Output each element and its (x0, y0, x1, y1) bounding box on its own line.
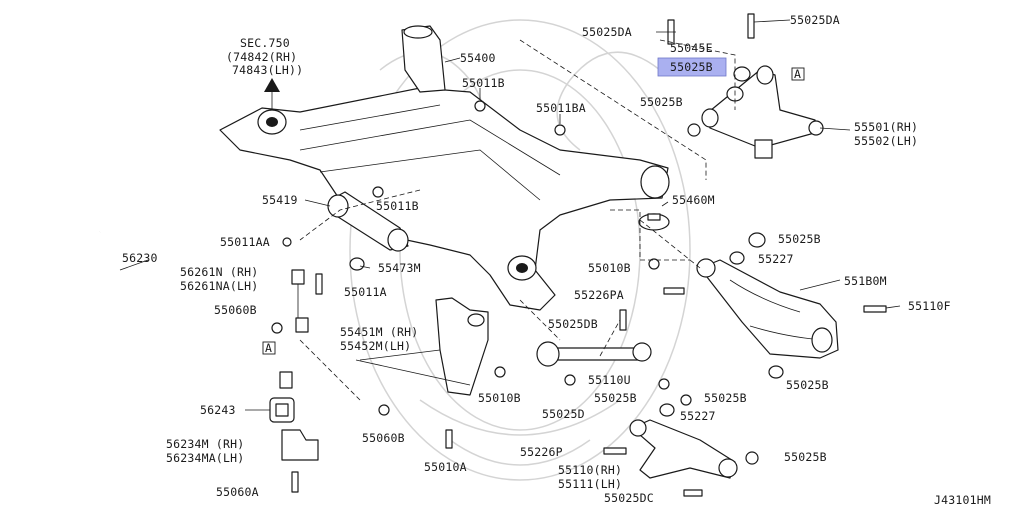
label-55025B-c[interactable]: 55025B (594, 391, 637, 405)
label-55025B-bot[interactable]: 55025B (784, 450, 827, 464)
upper-arm-55501[interactable] (701, 65, 824, 159)
label-55011B-mid[interactable]: 55011B (376, 199, 419, 213)
label-55060B-mid[interactable]: 55060B (362, 431, 405, 445)
label-55025DA-right[interactable]: 55025DA (790, 13, 840, 27)
label-55045E[interactable]: 55045E (670, 41, 713, 55)
lower-link-55110[interactable] (629, 419, 738, 479)
label-55226PA[interactable]: 55226PA (574, 288, 624, 302)
label-56261N[interactable]: 56261N (RH) (180, 265, 258, 279)
label-55452M[interactable]: 55452M(LH) (340, 339, 411, 353)
label-55473M[interactable]: 55473M (378, 261, 421, 275)
label-55010B-mid[interactable]: 55010B (478, 391, 521, 405)
highlight-box (657, 57, 727, 77)
section-reference: SEC.750 (74842(RH) 74843(LH)) (226, 36, 303, 77)
clamp-56234M[interactable] (281, 429, 319, 461)
label-55060B-top[interactable]: 55060B (214, 303, 257, 317)
section-ref-line2: (74842(RH) (226, 50, 297, 64)
label-55110F[interactable]: 55110F (908, 299, 951, 313)
label-55010B-top[interactable]: 55010B (588, 261, 631, 275)
label-55227-c[interactable]: 55227 (680, 409, 716, 423)
label-55011A[interactable]: 55011A (344, 285, 387, 299)
section-ref-arrow (264, 78, 280, 110)
label-55227-r1[interactable]: 55227 (758, 252, 794, 266)
label-55025B-r2[interactable]: 55025B (786, 378, 829, 392)
label-55451M[interactable]: 55451M (RH) (340, 325, 418, 339)
stabilizer-link-56261N[interactable] (291, 269, 309, 333)
label-55011AA[interactable]: 55011AA (220, 235, 270, 249)
label-56230[interactable]: 56230 (122, 251, 158, 265)
label-55226P[interactable]: 55226P (520, 445, 563, 459)
label-55010A[interactable]: 55010A (424, 460, 467, 474)
section-ref-line1: SEC.750 (240, 36, 290, 50)
label-56234MA[interactable]: 56234MA(LH) (166, 451, 244, 465)
label-55025B-r1[interactable]: 55025B (778, 232, 821, 246)
label-55400[interactable]: 55400 (460, 51, 496, 65)
leader-lines (119, 19, 901, 411)
label-55110U[interactable]: 55110U (588, 373, 631, 387)
link-55110U[interactable] (536, 341, 652, 367)
label-55502[interactable]: 55502(LH) (854, 134, 918, 148)
label-55460M[interactable]: 55460M (672, 193, 715, 207)
label-55011B-top[interactable]: 55011B (462, 76, 505, 90)
label-55025B-c2[interactable]: 55025B (704, 391, 747, 405)
stabilizer-bar-56230[interactable] (94, 231, 361, 389)
label-55060A[interactable]: 55060A (216, 485, 259, 499)
marker-a-upper: A (791, 67, 805, 81)
label-56261NA[interactable]: 56261NA(LH) (180, 279, 258, 293)
subframe-55400[interactable] (219, 25, 670, 311)
spring-seat-55460M[interactable] (638, 213, 670, 231)
arm-55419[interactable] (327, 191, 409, 252)
label-55025DB[interactable]: 55025DB (548, 317, 598, 331)
part-labels: 55400 55011B 55011BA 55025DA 55025DA 550… (122, 13, 951, 505)
label-55025B-mid[interactable]: 55025B (640, 95, 683, 109)
svg-text:A: A (265, 341, 272, 355)
label-56243[interactable]: 56243 (200, 403, 236, 417)
label-55501[interactable]: 55501(RH) (854, 120, 918, 134)
bracket-55451M[interactable] (435, 297, 489, 396)
label-55011BA[interactable]: 55011BA (536, 101, 586, 115)
label-55025DC[interactable]: 55025DC (604, 491, 654, 505)
label-55025DA-left[interactable]: 55025DA (582, 25, 632, 39)
bushing-56243[interactable] (269, 397, 295, 423)
fasteners[interactable] (271, 13, 887, 497)
lower-arm-551B0M[interactable] (696, 258, 839, 359)
label-56234M[interactable]: 56234M (RH) (166, 437, 244, 451)
marker-a-lower: A (262, 341, 276, 355)
section-ref-line3: 74843(LH)) (232, 63, 303, 77)
label-55025D[interactable]: 55025D (542, 407, 585, 421)
label-55110-rh[interactable]: 55110(RH) (558, 463, 622, 477)
svg-text:A: A (794, 67, 801, 81)
label-55025B-highlighted[interactable]: 55025B (670, 60, 713, 74)
diagram-id: J43101HM (934, 493, 991, 507)
label-55419[interactable]: 55419 (262, 193, 298, 207)
label-55111-lh[interactable]: 55111(LH) (558, 477, 622, 491)
label-551B0M[interactable]: 551B0M (844, 274, 887, 288)
